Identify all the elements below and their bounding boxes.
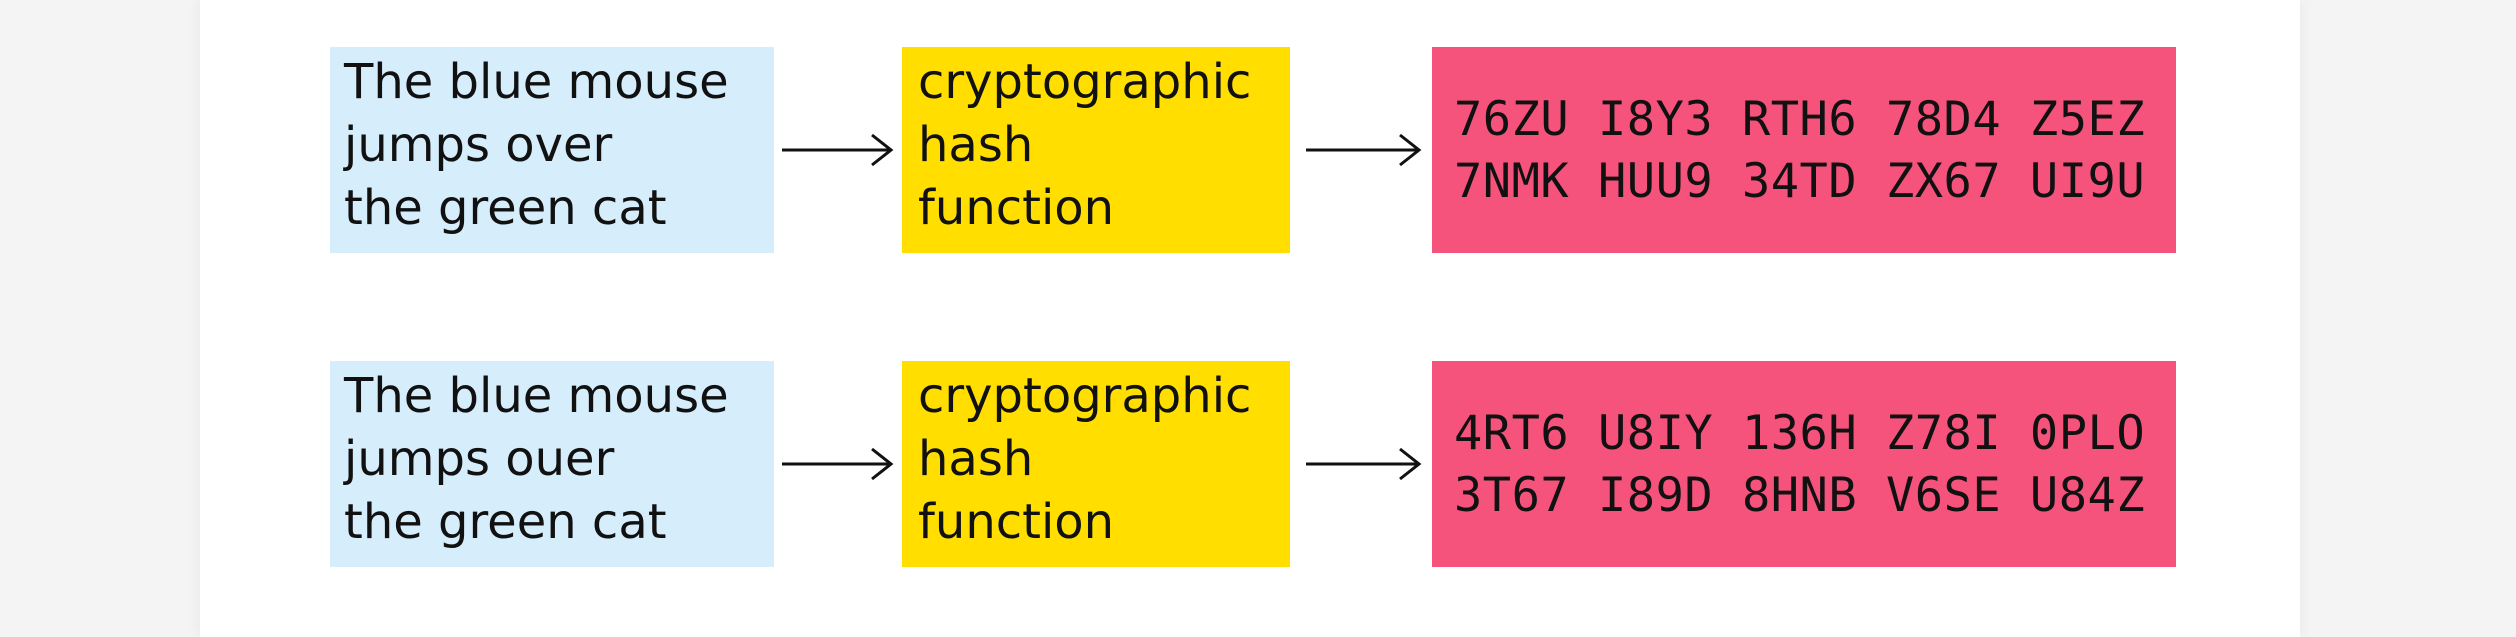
input-text-box: The blue mouse jumps over the green cat bbox=[330, 47, 774, 253]
hash-function-box: cryptographic hash function bbox=[902, 361, 1290, 567]
function-line: hash bbox=[918, 431, 1034, 487]
arrow-right-icon bbox=[780, 125, 896, 175]
function-line: cryptographic bbox=[918, 368, 1252, 424]
function-line: function bbox=[918, 494, 1115, 550]
arrow-right-icon bbox=[1304, 439, 1424, 489]
hash-output-line: 3T67 I89D 8HNB V6SE U84Z bbox=[1454, 468, 2146, 523]
arrow-right-icon bbox=[780, 439, 896, 489]
input-line: jumps ouer bbox=[344, 431, 615, 487]
input-line: The blue mouse bbox=[344, 368, 729, 424]
input-line: the green cat bbox=[344, 494, 667, 550]
hash-row-2: The blue mouse jumps ouer the green cat … bbox=[200, 361, 2300, 567]
function-line: cryptographic bbox=[918, 54, 1252, 110]
hash-row-1: The blue mouse jumps over the green cat … bbox=[200, 47, 2300, 253]
hash-output-line: 4RT6 U8IY 136H Z78I 0PLO bbox=[1454, 406, 2146, 461]
hash-output-box: 76ZU I8Y3 RTH6 78D4 Z5EZ 7NMK HUU9 34TD … bbox=[1432, 47, 2176, 253]
hash-output-line: 7NMK HUU9 34TD ZX67 UI9U bbox=[1454, 154, 2146, 209]
function-line: hash bbox=[918, 117, 1034, 173]
diagram-card: The blue mouse jumps over the green cat … bbox=[200, 0, 2300, 637]
arrow-right-icon bbox=[1304, 125, 1424, 175]
input-line: The blue mouse bbox=[344, 54, 729, 110]
hash-output-line: 76ZU I8Y3 RTH6 78D4 Z5EZ bbox=[1454, 92, 2146, 147]
input-line: jumps over bbox=[344, 117, 613, 173]
input-text-box: The blue mouse jumps ouer the green cat bbox=[330, 361, 774, 567]
hash-function-box: cryptographic hash function bbox=[902, 47, 1290, 253]
input-line: the green cat bbox=[344, 180, 667, 236]
hash-output-box: 4RT6 U8IY 136H Z78I 0PLO 3T67 I89D 8HNB … bbox=[1432, 361, 2176, 567]
function-line: function bbox=[918, 180, 1115, 236]
